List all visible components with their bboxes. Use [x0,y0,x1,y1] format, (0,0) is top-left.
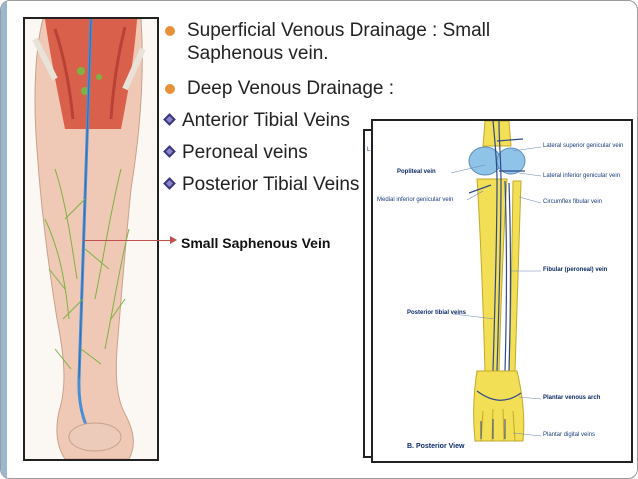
diamond-bullet-icon [163,177,176,190]
label-lateral-superior-genicular-vein: Lateral superior genicular vein [543,143,624,149]
leg-drawing [32,19,146,459]
diamond-bullet-icon [163,145,176,158]
leg-illustration [23,17,159,461]
posterior-view-caption: B. Posterior View [407,443,465,450]
bullet-text-continued: Saphenous vein. [187,43,329,64]
callout-arrow-line [83,240,174,241]
bullet-text: Posterior Tibial Veins [182,174,360,195]
label-fibular-peroneal-vein: Fibular (peroneal) vein [543,267,608,273]
label-lateral-inferior-genicular-vein: Lateral inferior genicular vein [543,173,621,179]
anatomy-panel-posterior-view: Popliteal vein Lateral superior genicula… [371,119,633,463]
label-medial-inferior-genicular-vein: Medial inferior genicular vein [377,197,454,203]
label-plantar-digital-veins: Plantar digital veins [543,432,596,438]
label-circumflex-fibular-vein: Circumflex fibular vein [543,199,603,205]
panel-back-edge-mark: L [367,147,371,153]
bullet-text: Anterior Tibial Veins [182,110,350,131]
bullet-text: Superficial Venous Drainage : Small [187,20,491,41]
label-plantar-venous-arch: Plantar venous arch [543,395,601,401]
bullet-text: Peroneal veins [182,142,308,163]
accent-bar [1,1,7,478]
bullet-dot-icon [165,26,175,36]
small-saphenous-vein-label: Small Saphenous Vein [181,235,331,251]
diamond-bullet-icon [163,113,176,126]
label-posterior-tibial-veins: Posterior tibial veins [407,310,467,316]
bullet-text: Deep Venous Drainage : [187,78,395,99]
bullet-dot-icon [165,84,175,94]
label-popliteal-vein: Popliteal vein [397,169,436,175]
callout-arrow-head-icon [170,236,177,244]
posterior-view-drawing [450,121,542,442]
